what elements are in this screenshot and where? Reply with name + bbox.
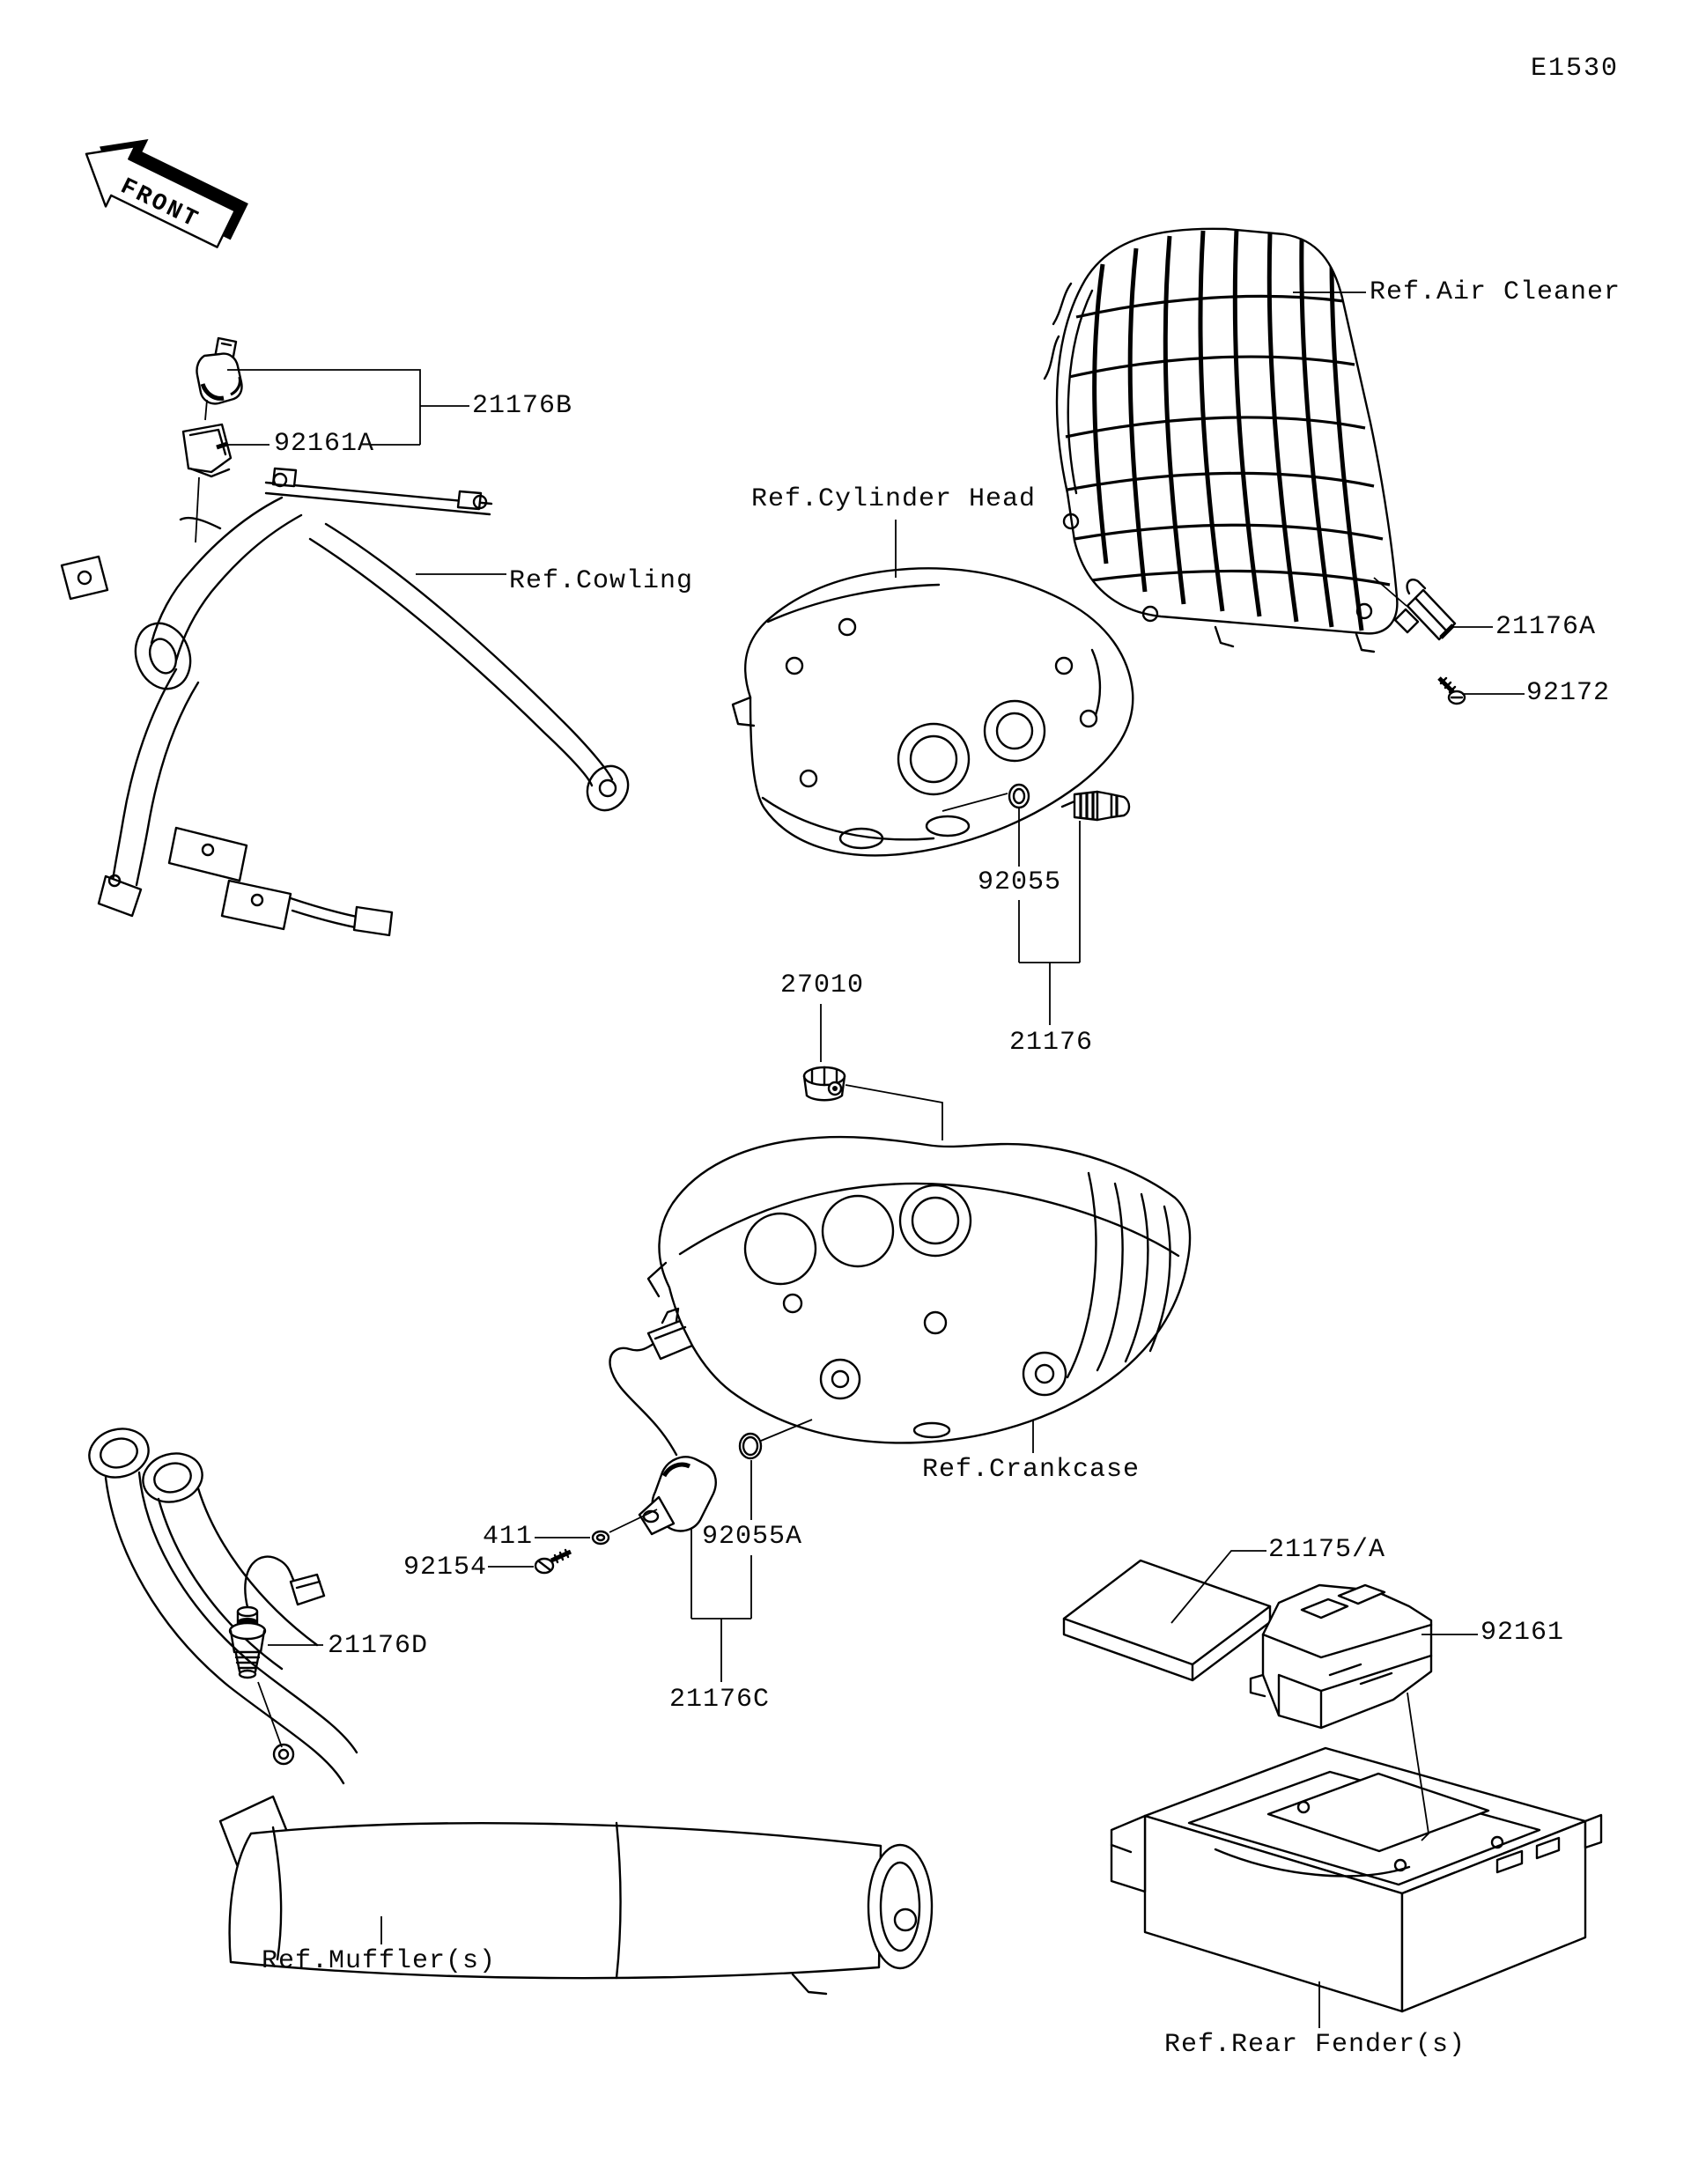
part-label-27010: 27010 xyxy=(780,970,865,1000)
part-label-21176d: 21176D xyxy=(328,1631,429,1661)
part-label-92055: 92055 xyxy=(978,867,1062,897)
sensor-cap-drawing xyxy=(181,423,233,478)
ref-label-cowling: Ref.Cowling xyxy=(509,566,694,596)
front-arrow-icon: FRONT xyxy=(85,138,248,248)
igniter-drawing xyxy=(1062,1559,1272,1682)
air-cleaner-drawing xyxy=(1043,227,1399,653)
leader-lines xyxy=(195,291,1525,2028)
page-code: E1530 xyxy=(1531,54,1620,84)
ref-label-rear-fender: Ref.Rear Fender(s) xyxy=(1164,2030,1466,2060)
part-label-21176a: 21176A xyxy=(1495,612,1597,642)
part-label-21176: 21176 xyxy=(1009,1028,1094,1058)
part-label-92161a: 92161A xyxy=(274,429,375,459)
ref-label-crankcase: Ref.Crankcase xyxy=(922,1455,1141,1485)
part-label-92055a: 92055A xyxy=(702,1522,803,1552)
cylinder-head-drawing xyxy=(731,567,1134,857)
igniter-bracket-drawing xyxy=(1249,1583,1433,1730)
part-label-21176c: 21176C xyxy=(669,1685,771,1715)
bolt-92154-drawing xyxy=(534,1548,572,1575)
crankcase-drawing xyxy=(646,1135,1192,1444)
rear-fender-tray-drawing xyxy=(1110,1746,1603,2013)
part-label-411: 411 xyxy=(483,1522,534,1552)
ref-label-air-cleaner: Ref.Air Cleaner xyxy=(1370,277,1621,307)
part-label-92154: 92154 xyxy=(403,1553,488,1583)
part-label-21175a: 21175/A xyxy=(1268,1535,1386,1565)
water-temp-sensor-drawing xyxy=(1060,790,1131,822)
ref-label-muffler: Ref.Muffler(s) xyxy=(262,1946,497,1976)
cowling-stay-drawing xyxy=(60,467,630,937)
ref-label-cylinder-head: Ref.Cylinder Head xyxy=(751,484,1037,514)
part-label-92161: 92161 xyxy=(1481,1618,1565,1648)
air-temp-sensor-drawing xyxy=(1393,579,1457,641)
intake-air-sensor-drawing xyxy=(196,336,243,405)
o2-sensor-drawing xyxy=(228,1555,326,1679)
screw-92172-drawing xyxy=(1437,676,1466,705)
part-label-92172: 92172 xyxy=(1526,678,1611,708)
oring-92055-drawing xyxy=(1008,783,1030,809)
part-label-21176b: 21176B xyxy=(472,391,573,421)
washer-411-drawing xyxy=(591,1530,610,1546)
oring-92055A-drawing xyxy=(738,1432,763,1460)
muffler-drawing xyxy=(88,1428,934,1996)
oil-pressure-switch-drawing xyxy=(802,1066,846,1102)
